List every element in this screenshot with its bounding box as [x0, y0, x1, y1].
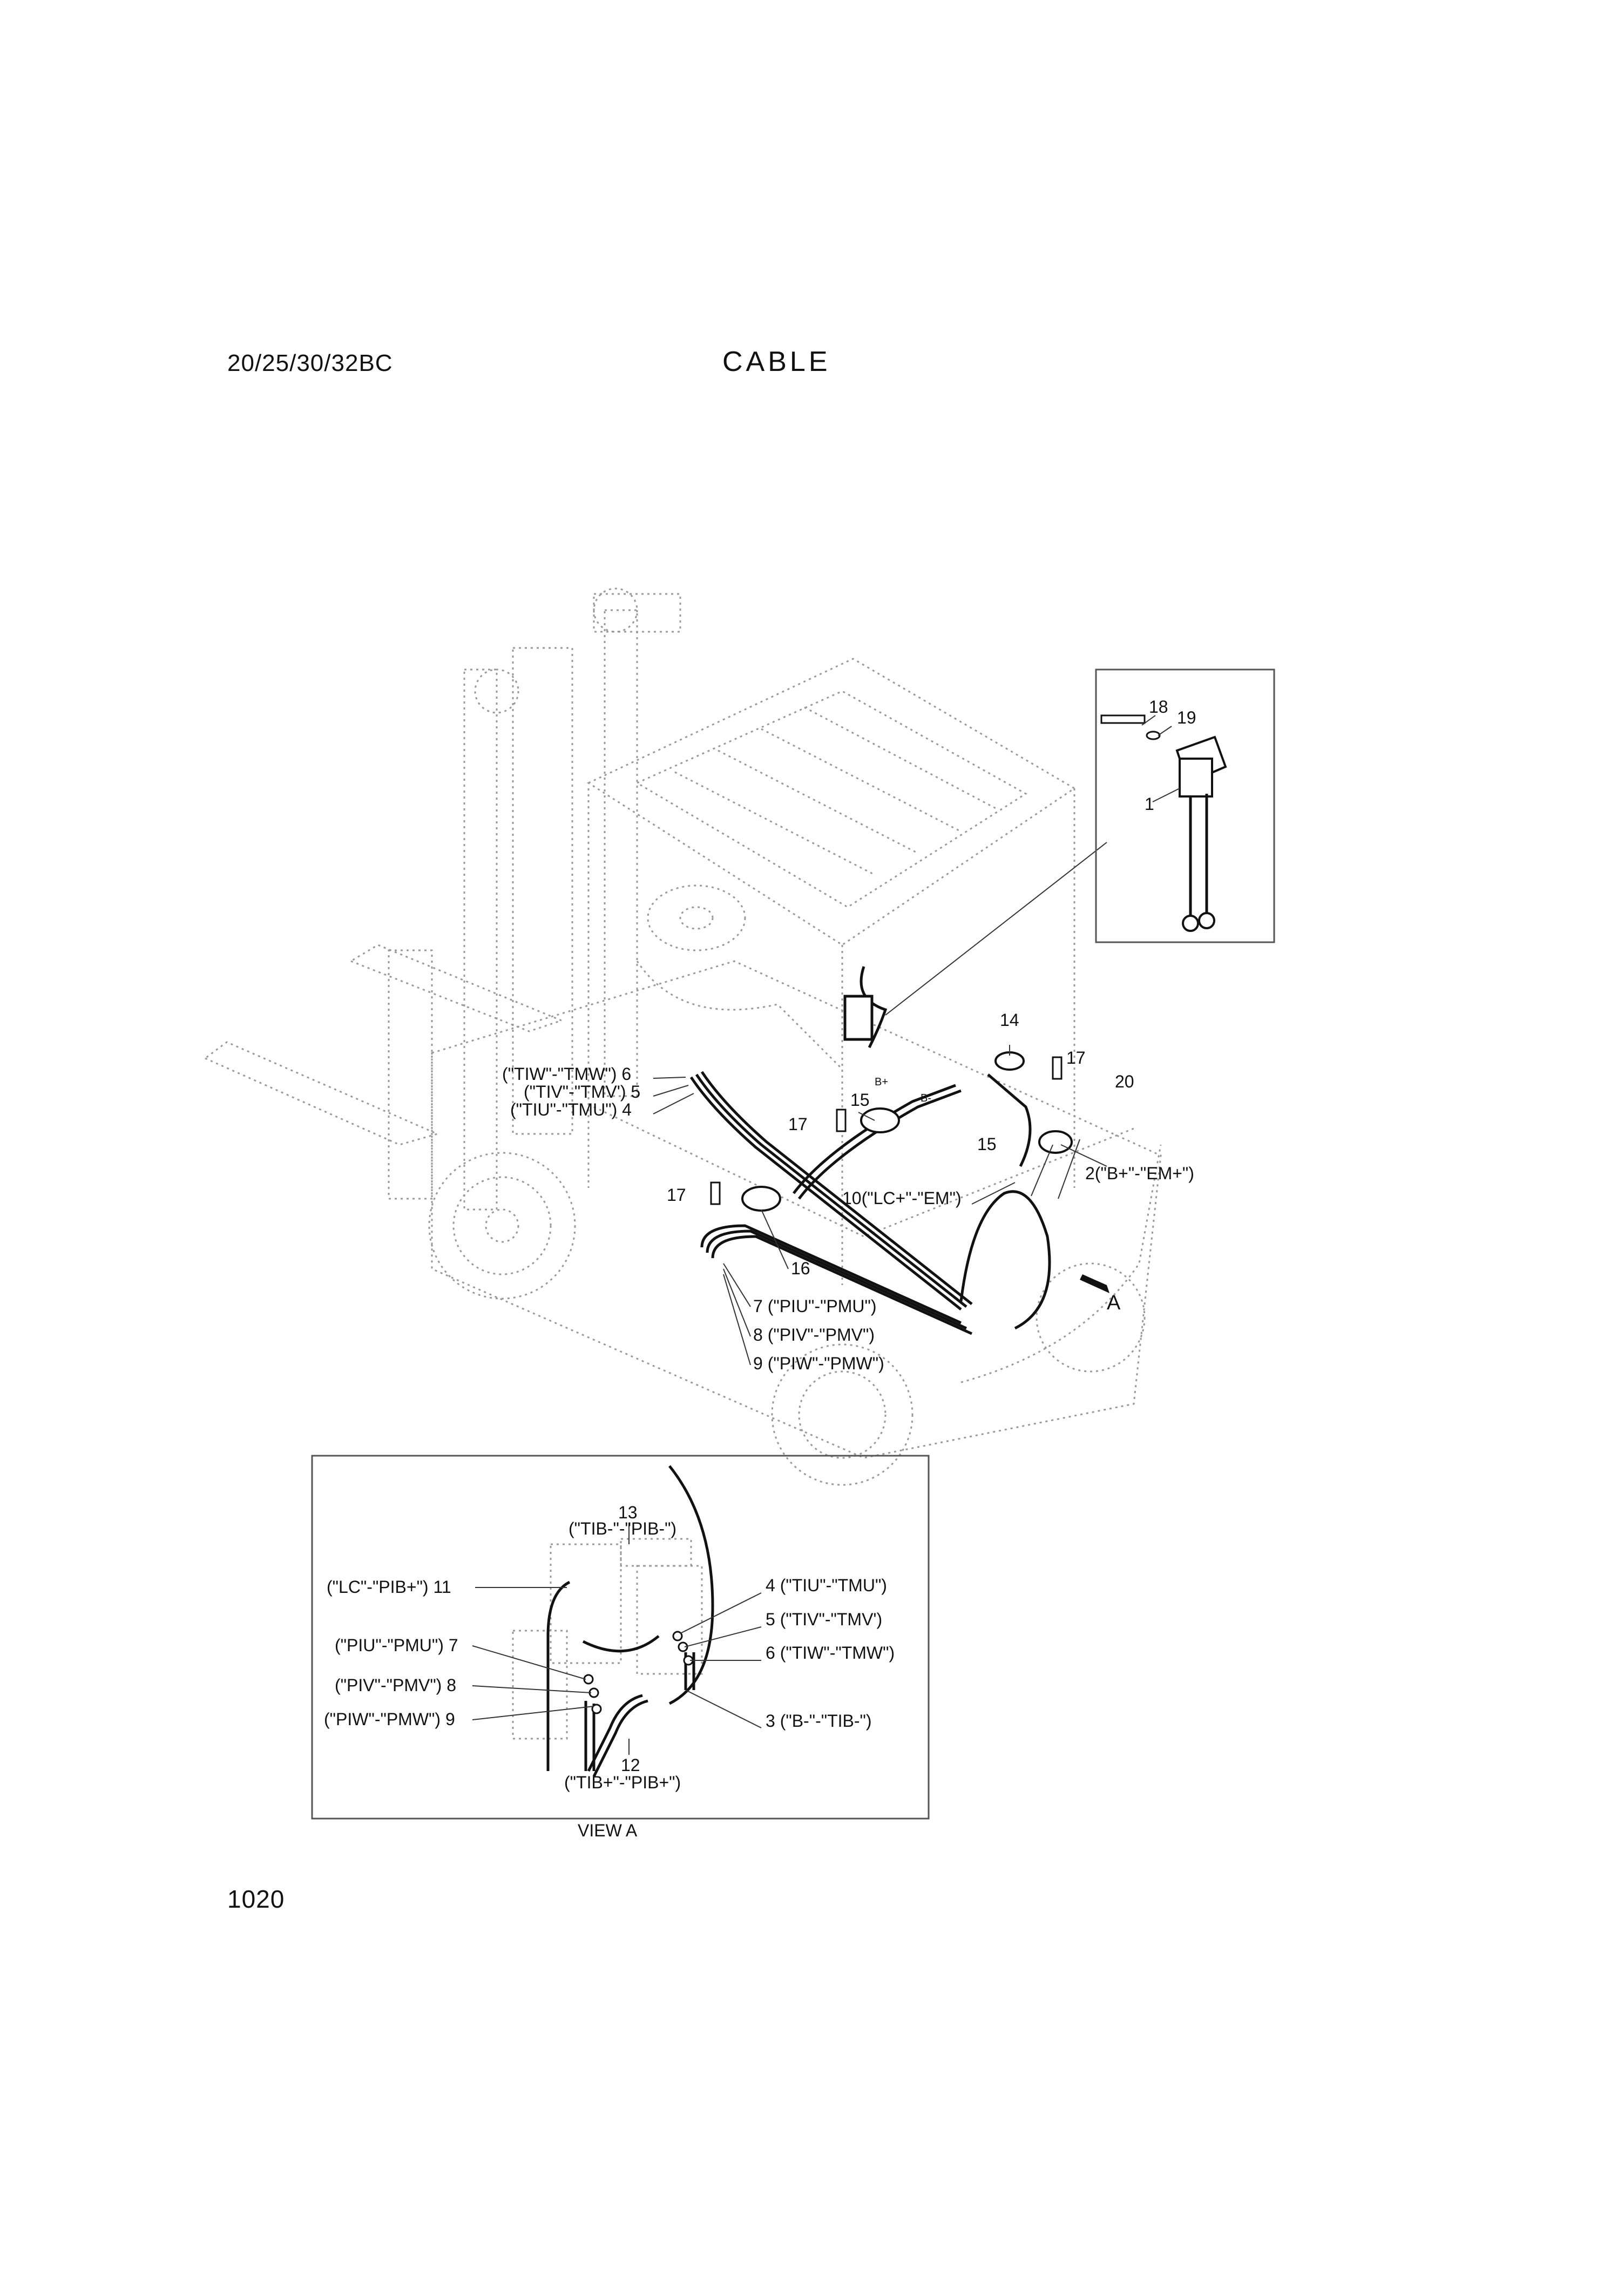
- view-callout-12: 12: [621, 1755, 640, 1775]
- model-code: 20/25/30/32BC: [227, 350, 393, 376]
- main-callouts: ("TIW"-"TMW") 6 ("TIV"-"TMV') 5 ("TIU"-"…: [502, 1010, 1194, 1373]
- callout-4: ("TIU"-"TMU") 4: [510, 1100, 632, 1119]
- callout-17c: 17: [667, 1185, 686, 1205]
- view-callout-4: 4 ("TIU"-"TMU"): [766, 1576, 887, 1595]
- view-callout-3: 3 ("B-"-"TIB-"): [766, 1711, 872, 1731]
- view-callout-5: 5 ("TIV"-"TMV'): [766, 1610, 882, 1629]
- callout-5: ("TIV"-"TMV') 5: [524, 1082, 640, 1102]
- view-callout-6: 6 ("TIW"-"TMW"): [766, 1643, 895, 1663]
- callout-9: 9 ("PIW"-"PMW"): [753, 1354, 884, 1373]
- inset-callout-1: 1: [1145, 794, 1154, 814]
- callout-17a: 17: [788, 1114, 808, 1134]
- label-b-minus: B-: [921, 1092, 931, 1104]
- view-arrow-label: A: [1107, 1292, 1121, 1314]
- callout-17b: 17: [1066, 1048, 1086, 1067]
- inset-callout-19: 19: [1177, 708, 1196, 727]
- page-number: 1020: [227, 1885, 285, 1913]
- view-a-caption: VIEW A: [578, 1821, 638, 1840]
- inset-callout-18: 18: [1149, 697, 1168, 717]
- view-callout-12-desc: ("TIB+"-"PIB+"): [564, 1773, 681, 1792]
- view-a-panel: 13 ("TIB-"-"PIB-") ("LC"-"PIB+") 11 4 ("…: [311, 1455, 930, 1820]
- callout-15a: 15: [850, 1090, 870, 1110]
- label-b-plus: B+: [875, 1076, 888, 1088]
- callout-6: ("TIW"-"TMW") 6: [502, 1064, 631, 1084]
- cable-bundle: [689, 966, 1109, 1335]
- view-callout-11: ("LC"-"PIB+") 11: [327, 1577, 451, 1597]
- callout-20: 20: [1115, 1072, 1134, 1091]
- callout-16: 16: [791, 1259, 810, 1278]
- view-callout-9: ("PIW"-"PMW") 9: [324, 1710, 455, 1729]
- view-callout-8: ("PIV"-"PMV") 8: [335, 1675, 456, 1695]
- main-leader-lines: [653, 842, 1107, 1366]
- callout-8: 8 ("PIV"-"PMV"): [753, 1325, 875, 1344]
- view-callout-7: ("PIU"-"PMU") 7: [335, 1636, 458, 1655]
- connector-inset: 18 19 1: [1095, 668, 1275, 943]
- page-title: CABLE: [722, 346, 831, 377]
- forklift-outline: [204, 587, 1162, 1486]
- callout-10: 10("LC+"-"EM"): [842, 1188, 962, 1208]
- callout-14: 14: [1000, 1010, 1019, 1030]
- callout-7: 7 ("PIU"-"PMU"): [753, 1296, 877, 1316]
- view-callout-13-desc: ("TIB-"-"PIB-"): [569, 1519, 676, 1538]
- callout-2: 2("B+"-"EM+"): [1085, 1164, 1194, 1183]
- callout-15b: 15: [977, 1134, 997, 1154]
- view-callout-13: 13: [618, 1503, 638, 1522]
